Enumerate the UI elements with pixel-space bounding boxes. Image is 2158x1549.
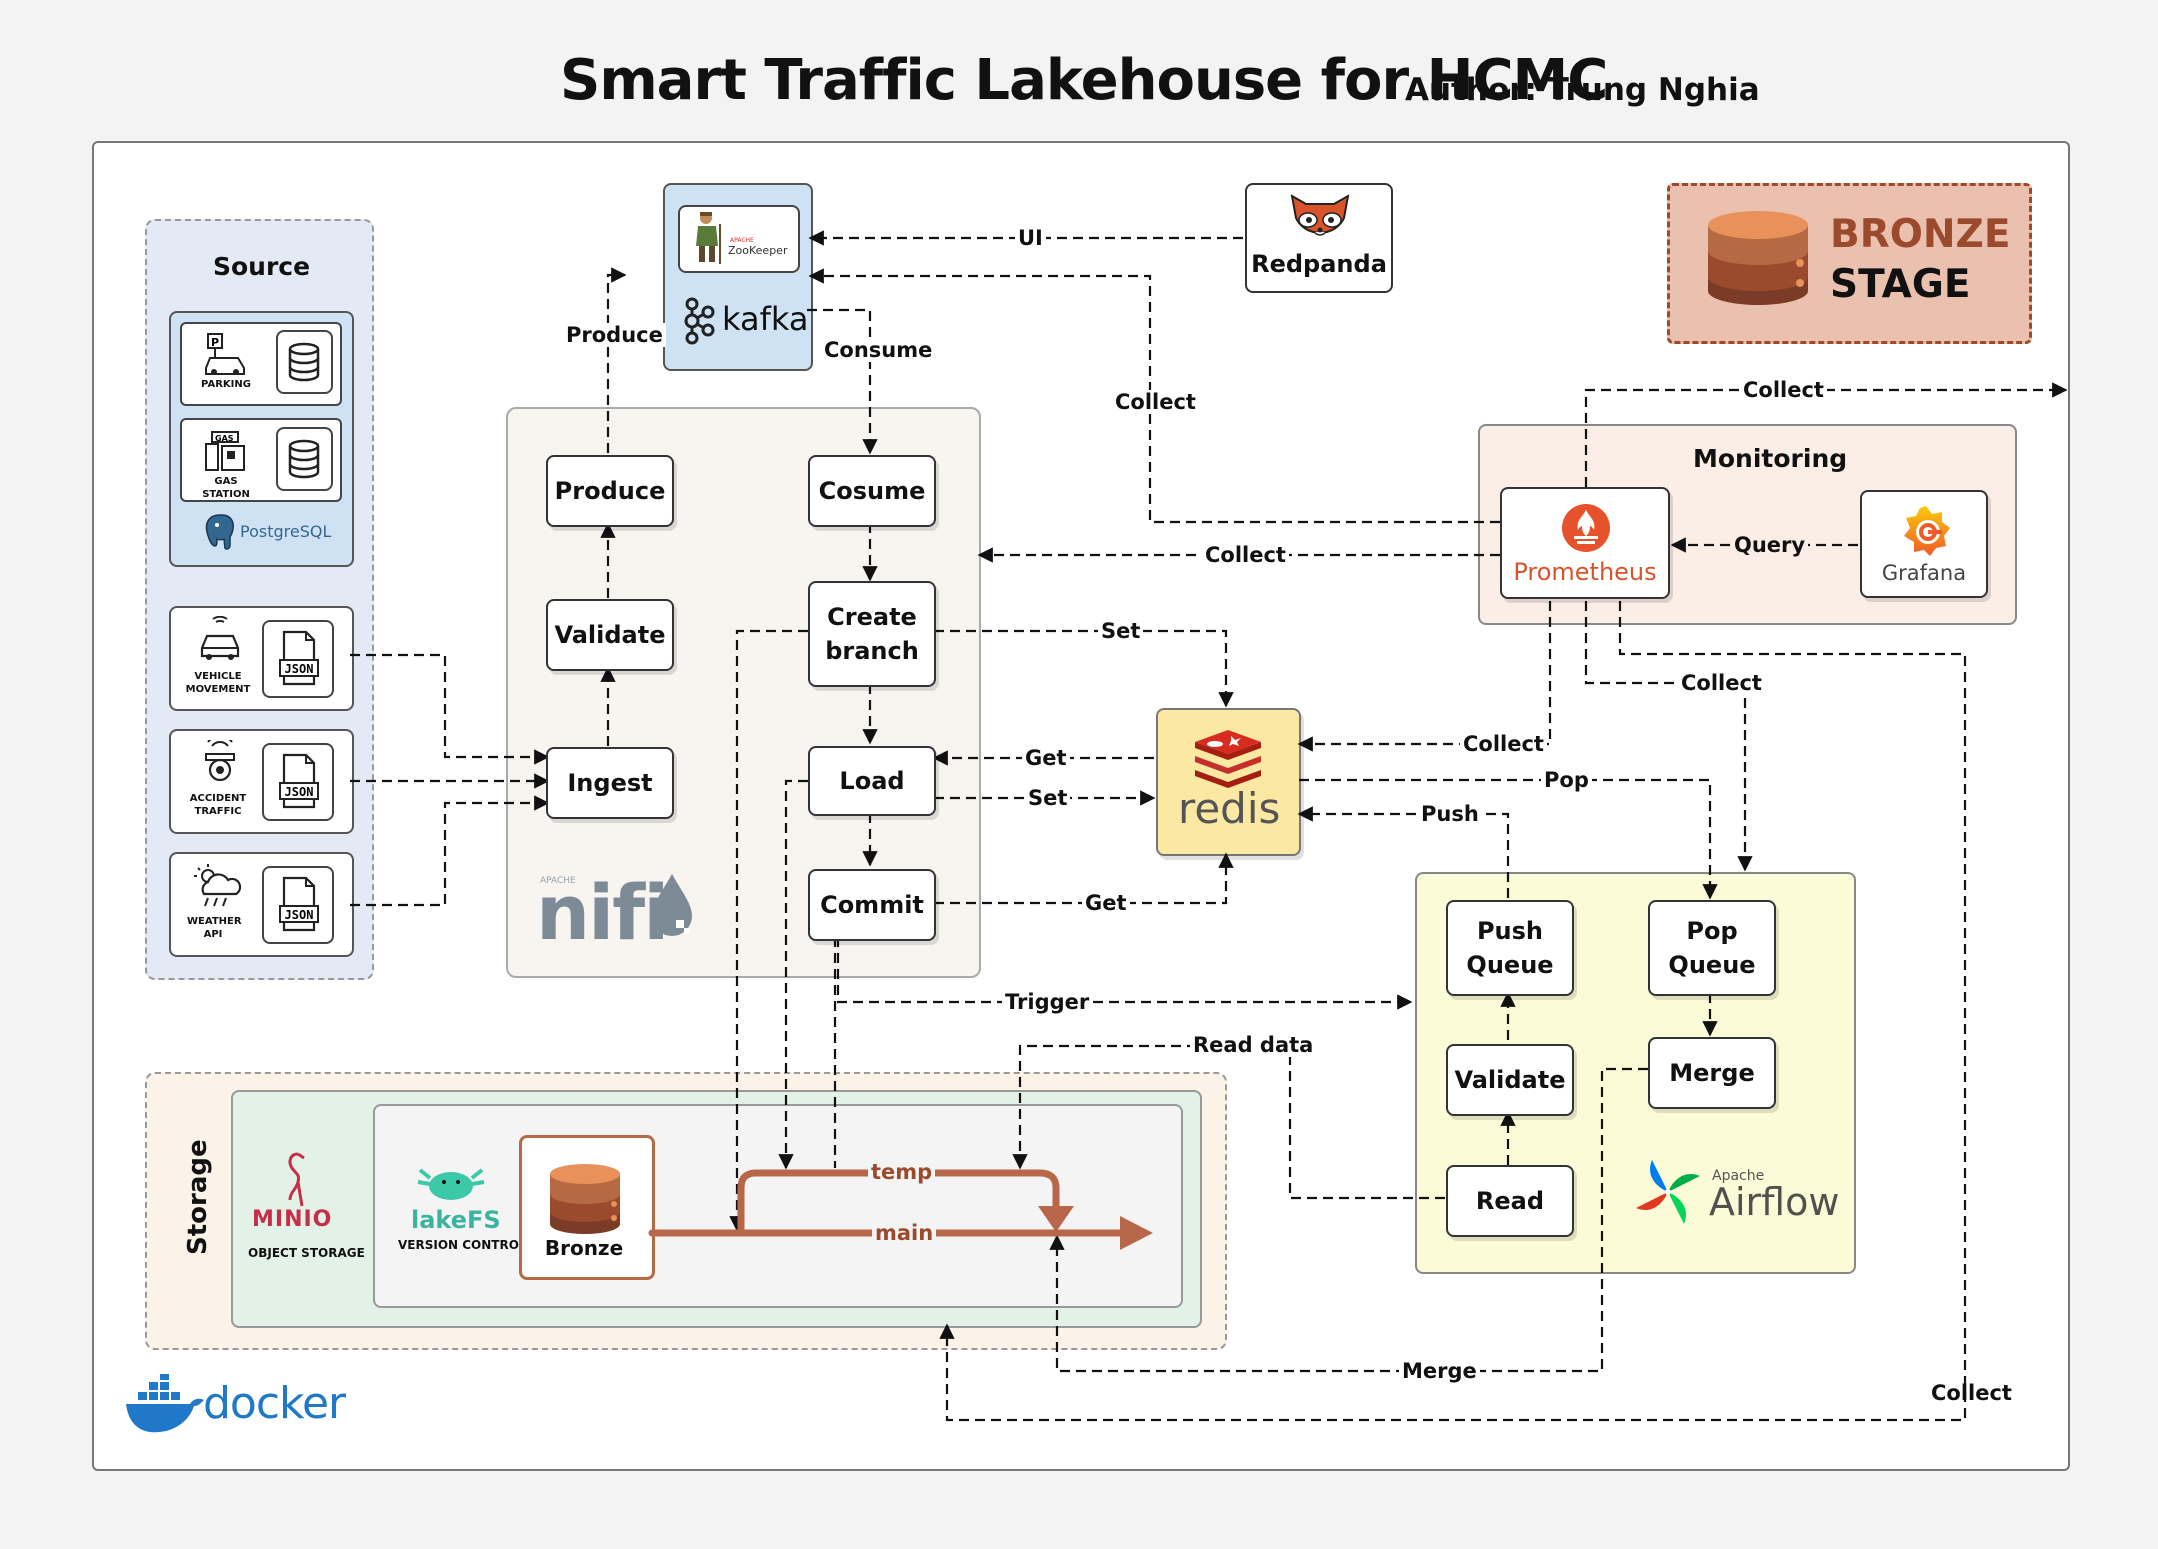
edge-label-set-load: Set bbox=[1025, 786, 1071, 810]
merge-node[interactable]: Merge bbox=[1648, 1037, 1776, 1109]
docker-whale-icon bbox=[124, 1372, 206, 1441]
bronze-label: Bronze bbox=[544, 1236, 624, 1260]
gas-station-icon: GAS bbox=[202, 428, 250, 479]
edge-label-collect-airflow: Collect bbox=[1678, 671, 1765, 695]
edge-label-read-data: Read data bbox=[1190, 1033, 1317, 1057]
edge-label-collect-storage: Collect bbox=[1931, 1381, 2012, 1405]
svg-text:JSON: JSON bbox=[285, 662, 314, 676]
edge-label-ui: UI bbox=[1015, 226, 1046, 250]
author-label: Author: Trung Nghia bbox=[1405, 72, 1760, 108]
grafana-label: Grafana bbox=[1881, 561, 1967, 585]
vehicle-label: VEHICLE MOVEMENT bbox=[185, 671, 251, 695]
nifi-apache-label: APACHE bbox=[540, 876, 576, 886]
edge-label-get-commit: Get bbox=[1082, 891, 1130, 915]
redis-icon bbox=[1191, 722, 1265, 793]
svg-text:JSON: JSON bbox=[285, 785, 314, 799]
database-icon bbox=[276, 427, 333, 491]
edge-label-get-load: Get bbox=[1022, 746, 1070, 770]
svg-text:JSON: JSON bbox=[285, 908, 314, 922]
edge-label-set-create: Set bbox=[1098, 619, 1144, 643]
grafana-icon bbox=[1898, 502, 1954, 567]
postgresql-label: PostgreSQL bbox=[240, 522, 332, 541]
parking-label: PARKING bbox=[201, 379, 251, 390]
produce-node[interactable]: Produce bbox=[546, 455, 674, 527]
edge-label-pop: Pop bbox=[1541, 768, 1592, 792]
prometheus-icon bbox=[1560, 502, 1612, 559]
ingest-node[interactable]: Ingest bbox=[546, 747, 674, 819]
redpanda-icon bbox=[1286, 190, 1354, 251]
database-icon bbox=[276, 330, 333, 394]
edge-label-produce: Produce bbox=[563, 323, 666, 347]
json-file-icon: JSON bbox=[262, 743, 334, 821]
bronze-stage-icon bbox=[1704, 207, 1812, 316]
edge-label-merge: Merge bbox=[1399, 1359, 1480, 1383]
bronze-stage-line2: STAGE bbox=[1830, 262, 1971, 307]
airflow-apache: Apache bbox=[1712, 1168, 1765, 1184]
json-file-icon: JSON bbox=[262, 620, 334, 698]
postgresql-logo bbox=[200, 512, 240, 557]
edge-label-consume: Consume bbox=[821, 338, 936, 362]
kafka-icon bbox=[680, 296, 716, 351]
redpanda-node[interactable]: Redpanda bbox=[1245, 183, 1393, 293]
car-icon bbox=[198, 615, 242, 667]
gas-sign: GAS bbox=[215, 434, 234, 443]
svg-text:P: P bbox=[211, 336, 219, 349]
edge-label-collect-top: Collect bbox=[1740, 378, 1827, 402]
lakefs-axolotl-icon bbox=[416, 1160, 486, 1207]
redpanda-label: Redpanda bbox=[1251, 250, 1387, 278]
prometheus-label: Prometheus bbox=[1513, 558, 1657, 586]
parking-icon: P bbox=[202, 332, 250, 381]
zookeeper-label: ZooKeeper bbox=[728, 244, 788, 257]
edge-label-query: Query bbox=[1731, 533, 1809, 557]
airflow-logo-text: Airflow bbox=[1709, 1180, 1840, 1224]
redis-label: redis bbox=[1178, 784, 1281, 833]
bronze-db-icon bbox=[548, 1160, 622, 1243]
edge-label-collect-kafka: Collect bbox=[1112, 390, 1199, 414]
branch-label-main: main bbox=[872, 1221, 937, 1245]
read-node[interactable]: Read bbox=[1446, 1165, 1574, 1237]
minio-label: MINIO bbox=[252, 1207, 333, 1232]
page-title: Smart Traffic Lakehouse for HCMC bbox=[560, 48, 1608, 113]
branch-label-temp: temp bbox=[868, 1160, 936, 1184]
monitoring-title: Monitoring bbox=[1693, 444, 1848, 473]
validate-airflow-node[interactable]: Validate bbox=[1446, 1044, 1574, 1116]
zookeeper-keeper-icon bbox=[690, 208, 726, 271]
json-file-icon: JSON bbox=[262, 866, 334, 944]
validate-nifi-node[interactable]: Validate bbox=[546, 599, 674, 671]
edge-label-push: Push bbox=[1418, 802, 1482, 826]
edge-label-collect-redis: Collect bbox=[1460, 732, 1547, 756]
minio-sub-label: OBJECT STORAGE bbox=[248, 1246, 365, 1260]
accident-label: ACCIDENT TRAFFIC bbox=[189, 793, 247, 817]
bronze-stage-line1: BRONZE bbox=[1830, 212, 2011, 257]
commit-node[interactable]: Commit bbox=[808, 869, 936, 941]
consume-node[interactable]: Cosume bbox=[808, 455, 936, 527]
zookeeper-box[interactable] bbox=[678, 205, 800, 273]
weather-icon bbox=[190, 862, 244, 917]
lakefs-label: lakeFS bbox=[411, 1206, 501, 1234]
source-title: Source bbox=[213, 252, 311, 281]
gas-station-label: GAS STATION bbox=[202, 476, 250, 500]
zookeeper-apache: APACHE bbox=[730, 237, 754, 244]
load-node[interactable]: Load bbox=[808, 746, 936, 816]
minio-flamingo-icon bbox=[276, 1150, 316, 1215]
airflow-pinwheel-icon bbox=[1632, 1156, 1704, 1233]
weather-label: WEATHER API bbox=[187, 916, 242, 940]
edge-label-collect-nifi: Collect bbox=[1202, 543, 1289, 567]
nifi-logo: nifi bbox=[536, 868, 669, 957]
nifi-drop-icon bbox=[646, 870, 698, 945]
lakefs-sub-label: VERSION CONTROL bbox=[398, 1238, 527, 1252]
edge-label-trigger: Trigger bbox=[1002, 990, 1093, 1014]
docker-label: docker bbox=[203, 1378, 346, 1429]
kafka-label[interactable]: kafka bbox=[722, 300, 809, 338]
